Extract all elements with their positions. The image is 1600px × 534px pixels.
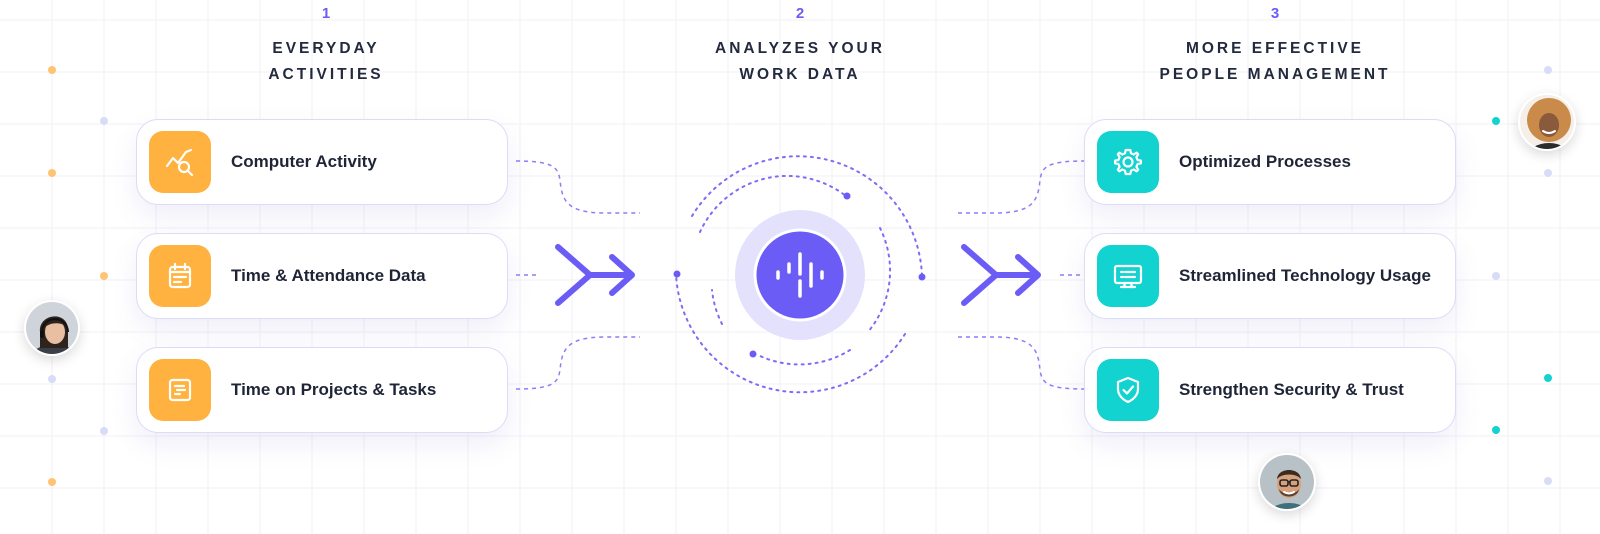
avatar-man-glasses <box>1258 453 1316 511</box>
orbit-inner <box>759 349 851 366</box>
card-label: Optimized Processes <box>1179 152 1351 171</box>
avatar-woman-curly-hair <box>1518 93 1576 151</box>
grid-dot <box>1492 272 1500 280</box>
shield-check-icon <box>1097 359 1159 421</box>
column-title-inputs: EVERYDAY ACTIVITIES <box>268 40 384 83</box>
output-card-optimized-processes[interactable]: Optimized Processes <box>1084 119 1456 205</box>
grid-dot <box>1544 169 1552 177</box>
grid-dot <box>48 169 56 177</box>
gear-icon <box>1097 131 1159 193</box>
avatar-woman-headset <box>24 300 80 356</box>
input-card-projects-tasks[interactable]: Time on Projects & Tasks <box>136 347 508 433</box>
calendar-icon <box>149 245 211 307</box>
grid-dot <box>1544 374 1552 382</box>
card-label: Computer Activity <box>231 152 377 171</box>
grid-dot <box>1544 477 1552 485</box>
orbit-outer <box>675 273 906 394</box>
grid-dot <box>100 272 108 280</box>
task-list-icon <box>149 359 211 421</box>
connector-line <box>515 336 640 390</box>
output-card-security-trust[interactable]: Strengthen Security & Trust <box>1084 347 1456 433</box>
activity-search-icon <box>149 131 211 193</box>
grid-dot <box>100 117 108 125</box>
audio-wave-icon <box>776 252 824 298</box>
orbit-inner <box>867 227 892 333</box>
step-number: 1 <box>321 5 331 22</box>
step-number: 3 <box>1270 5 1280 22</box>
connector-line <box>958 336 1085 390</box>
output-connectors <box>958 160 1085 390</box>
connector-line <box>958 160 1085 214</box>
orbit-rings <box>675 155 923 394</box>
grid-dot <box>100 427 108 435</box>
step-number: 2 <box>795 5 805 22</box>
grid-dot <box>48 478 56 486</box>
input-card-time-attendance[interactable]: Time & Attendance Data <box>136 233 508 319</box>
orbit-dots <box>673 192 926 358</box>
connector-line <box>515 160 640 214</box>
merge-arrow-left <box>555 244 635 306</box>
card-label: Time & Attendance Data <box>231 266 426 285</box>
monitor-icon <box>1097 245 1159 307</box>
grid-dot <box>1544 66 1552 74</box>
merge-arrow-right <box>961 244 1041 306</box>
input-connectors <box>515 160 640 390</box>
grid-dot <box>1492 426 1500 434</box>
output-card-technology-usage[interactable]: Streamlined Technology Usage <box>1084 233 1456 319</box>
grid-dot <box>1492 117 1500 125</box>
card-label: Strengthen Security & Trust <box>1179 380 1404 399</box>
grid-dot <box>48 375 56 383</box>
orbit-inner <box>699 174 847 233</box>
input-card-computer-activity[interactable]: Computer Activity <box>136 119 508 205</box>
card-label: Streamlined Technology Usage <box>1179 266 1431 285</box>
grid-dot <box>48 66 56 74</box>
card-label: Time on Projects & Tasks <box>231 380 437 399</box>
column-title-analysis: ANALYZES YOUR WORK DATA <box>715 40 885 83</box>
column-title-outputs: MORE EFFECTIVE PEOPLE MANAGEMENT <box>1159 40 1391 83</box>
orbit-inner <box>711 289 723 325</box>
